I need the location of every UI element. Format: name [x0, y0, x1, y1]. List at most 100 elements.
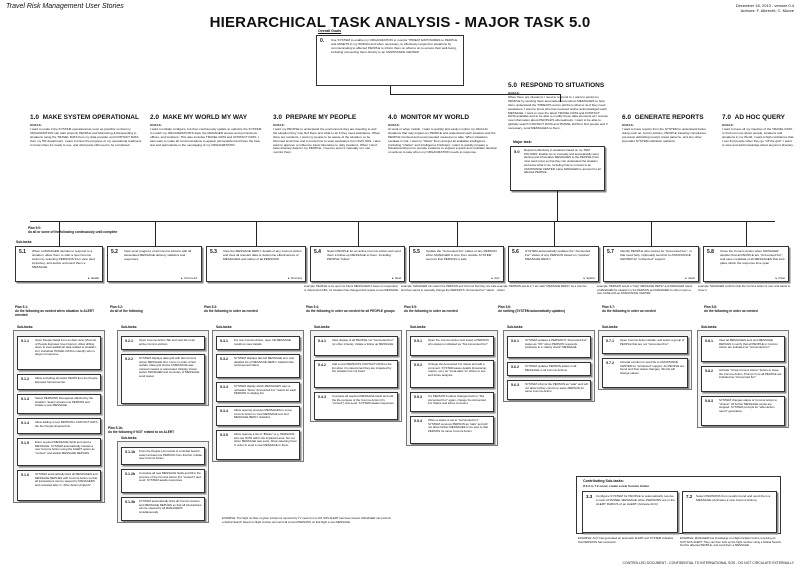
connector	[256, 221, 257, 246]
subtask-example: example: MANAGER confirms that the Comms…	[698, 284, 791, 292]
sub-subtask-text: SYSTEM displays data grid with last Comm…	[139, 356, 200, 378]
subtask-number: 5.5	[413, 249, 420, 255]
plan-label: Plan 5.5:	[404, 305, 418, 309]
sub-subtask-number: 5.7.1	[606, 339, 614, 343]
subtask-5.7: 5.7 Identify PEOPLE who cannot be "Accoun…	[603, 246, 699, 282]
major-task-id: 4.0	[388, 114, 398, 121]
contrib-note-right: EXAMPLE: MANAGER has knowledge of a flig…	[680, 536, 782, 548]
document-version: December 18, 2013 - version 0.4 Authors:…	[736, 3, 794, 13]
sub-subtask-number: 5.5.3	[414, 395, 422, 399]
plan-5-1b-text: do the following if NOT related to an AL…	[108, 430, 175, 434]
authors-line: Authors: F. Albrecht, C. Moore	[740, 8, 794, 13]
plan-5-0-text: do all or some of the following continuo…	[28, 230, 118, 234]
sub-subtask-number: 5.1.3	[21, 397, 29, 401]
subtask-number: 5.7	[607, 249, 614, 255]
subtasks-label: Sub-tasks:	[602, 325, 619, 329]
plan-label: Plan 5.2:	[110, 305, 124, 309]
subtask-number: 5.8	[707, 249, 714, 255]
goal-label: GOALS:	[722, 123, 734, 127]
sub-subtask-number: 5.1.2	[21, 377, 29, 381]
sub-subtask-number: 5.1.2b	[125, 472, 136, 476]
major-task-label: Major task:	[513, 140, 532, 144]
plan-label: Plan 5.1:	[15, 305, 29, 309]
sub-subtask-5.1.3: 5.1.3 Select PERSONS that appear affected…	[17, 394, 101, 414]
subtasks-label: Sub-tasks:	[314, 325, 331, 329]
sub-subtask-text: Open the Comms Action and select a PERSO…	[428, 338, 489, 346]
plan-text: do all of the following	[110, 309, 143, 313]
major-task-goal-2.0: GOALS:I want to initially configure, but…	[150, 123, 262, 147]
connector	[746, 221, 747, 246]
major-task-goal-4.0: GOALS:At work or when mobile, I want to …	[388, 123, 498, 155]
plan-text: do the following in order as needed for …	[306, 309, 395, 313]
sub-subtask-5.5.3: 5.5.3 If a PERSON'S status changes back t…	[410, 392, 494, 412]
goal-label: GOALS:	[622, 123, 634, 127]
sub-subtask-text: Open Comms Action Tab and view list of a…	[139, 338, 195, 346]
sub-subtask-text: If a PERSON'S status changes back to "No…	[428, 394, 486, 406]
major-task-id: 2.0	[150, 114, 160, 121]
subtask-tag: ► Summary	[287, 277, 302, 280]
goal-label: GOALS:	[388, 123, 400, 127]
task-5-text: Respond effectively to situations based …	[524, 148, 601, 175]
goal-label: GOALS:	[150, 123, 162, 127]
contrib-3-3-text: Configure SYSTEM for PEOPLE to automatic…	[596, 494, 675, 506]
major-task-name: MONITOR MY WORLD	[400, 114, 470, 121]
major-task-goal-6.0: GOALS:I want to have reports from the SY…	[622, 123, 712, 144]
subtasks-label: Sub-tasks:	[410, 325, 427, 329]
contrib-7-2: 7.2 Select PERSONS from results found an…	[682, 491, 777, 533]
subtask-tag: ► Handle	[87, 277, 99, 280]
page-title: HIERARCHICAL TASK ANALYSIS - MAJOR TASK …	[209, 14, 591, 31]
sub-subtask-text: When a status is set to "Accounted For" …	[428, 418, 488, 433]
sub-subtask-number: 5.4.2	[318, 363, 326, 367]
plan-5.5: Plan 5.5:do the following in order as ne…	[404, 305, 500, 313]
sub-subtask-text: View display of all PEOPLE not "Accounte…	[332, 338, 394, 346]
plan-text: do the following in order as needed	[204, 309, 258, 313]
subtask-example: example: MANAGER can select the PERSON a…	[401, 284, 497, 292]
document-header: Travel Risk Management User Stories	[6, 3, 124, 10]
major-task-name: PREPARE MY PEOPLE	[285, 114, 357, 121]
subtasks-label: Sub-tasks:	[507, 325, 524, 329]
sub-subtask-text: Activate "Close Comms Action" button to …	[719, 368, 782, 380]
sub-subtask-text: Allow adding a new PERSON's CONTACT DATA…	[35, 420, 98, 428]
subtask-example: example: PERSON sends a "help" MESSAGE R…	[597, 284, 693, 296]
sub-subtask-text: SYSTEM changes status of Comms Action to…	[719, 398, 777, 413]
sub-subtask-number: 5.3.5	[220, 433, 228, 437]
major-task-goal-5.0: GOALS:When there are situations I need t…	[508, 91, 608, 131]
contrib-3-3: 3.3 Configure SYSTEM for PEOPLE to autom…	[582, 491, 678, 533]
sub-subtask-number: 5.6.3	[511, 383, 519, 387]
overall-goal-box: 0. Use SYSTEM to enable my ORGANIZATION …	[316, 35, 464, 86]
plan-label: Plan 5.6:	[498, 305, 512, 309]
sub-subtask-text: SYSTEM informs the PERSON as "safe" and …	[525, 382, 588, 394]
major-task-title-7.0: 7.0 AD HOC QUERY	[722, 114, 785, 121]
major-task-goal-3.0: GOALS:I want my PEOPLE to understand the…	[273, 123, 381, 155]
major-task-title-3.0: 3.0 PREPARE MY PEOPLE	[273, 114, 356, 121]
goal-label: GOALS:	[273, 123, 285, 127]
subtasks-label: Sub-tasks:	[16, 240, 33, 244]
sub-subtask-text: Select PERSONS that appear affected by t…	[35, 396, 94, 408]
major-task-id: 5.0	[508, 82, 518, 89]
subtask-text: Close the Comms Action when MANAGER deci…	[720, 249, 785, 265]
subtask-text: Identify PEOPLE who cannot be "Accounted…	[620, 249, 692, 261]
plan-label: Plan 5.4:	[306, 305, 320, 309]
major-task-title-5.0: 5.0 RESPOND TO SITUATIONS	[508, 82, 604, 89]
subtask-5.8: 5.8 Close the Comms Action when MANAGER d…	[703, 246, 789, 282]
subtask-tag: ► Acct.	[491, 277, 500, 280]
plan-text: do nothing (SYSTEM automatically updates…	[498, 309, 565, 313]
plan-5.7: Plan 5.7:do the following in order as ne…	[602, 305, 698, 313]
plan-5.6: Plan 5.6:do nothing (SYSTEM automaticall…	[498, 305, 594, 313]
goal-text: I want to have all my inquiries of the T…	[722, 126, 794, 147]
